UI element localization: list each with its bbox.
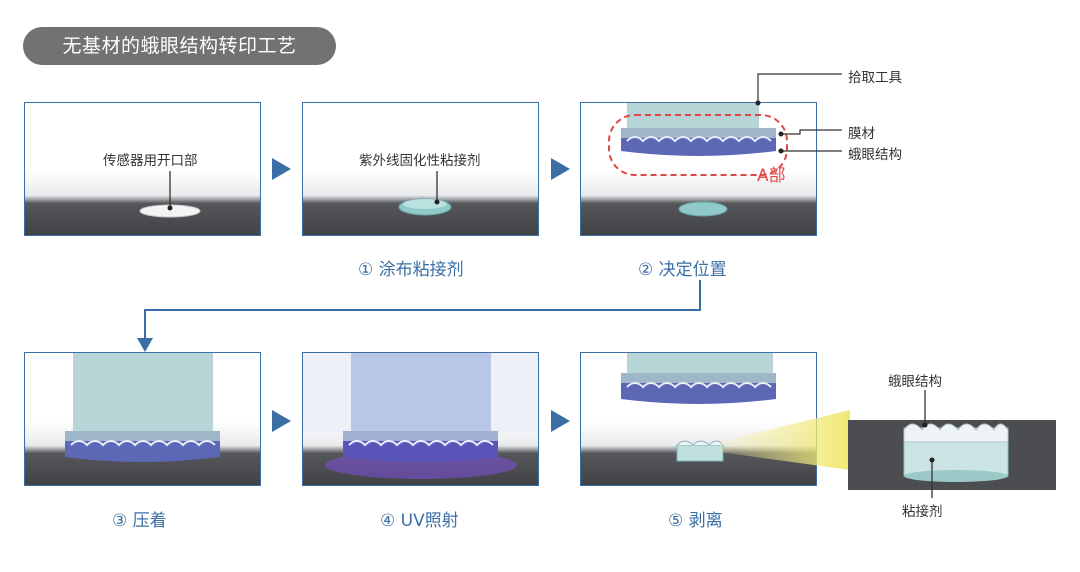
callout-film: 膜材 [848,126,875,142]
step-arrow-4 [551,410,570,432]
panel-adhesive: 紫外线固化性粘接剂 [302,102,539,236]
positioning-drawing [608,103,788,217]
callout-moth-eye: 蛾眼结构 [848,147,902,163]
step-arrow-3 [272,410,291,432]
adhesive-label: 紫外线固化性粘接剂 [359,153,481,169]
peeling-drawing [621,353,776,462]
panel-uv [302,352,539,486]
step-arrow-2 [551,158,570,180]
region-a-label: A部 [757,166,786,186]
diagram-title: 无基材的蛾眼结构转印工艺 [23,27,336,65]
detail-panel [848,420,1056,490]
step-caption-3: ③ 压着 [112,511,167,531]
panel-positioning: A部 [580,102,817,236]
panel-sensor-opening: 传感器用开口部 [24,102,261,236]
step-caption-1: ① 涂布粘接剂 [358,260,464,280]
callout-pickup-tool: 拾取工具 [848,70,902,86]
sensor-opening-drawing [139,171,201,218]
adhesive-drop-drawing [398,171,452,216]
panel-peeling [580,352,817,486]
panel-pressing [24,352,261,486]
sensor-opening-label: 传感器用开口部 [103,153,198,169]
step-caption-5: ⑤ 剥离 [668,511,723,531]
step-caption-2: ② 决定位置 [638,260,727,280]
detail-drawing [903,423,1009,490]
step-arrow-1 [272,158,291,180]
detail-moth-eye-label: 蛾眼结构 [888,374,942,390]
pressing-drawing [65,353,220,462]
detail-adhesive-label: 粘接剂 [902,504,943,520]
step-caption-4: ④ UV照射 [380,511,459,531]
uv-drawing [303,353,538,479]
